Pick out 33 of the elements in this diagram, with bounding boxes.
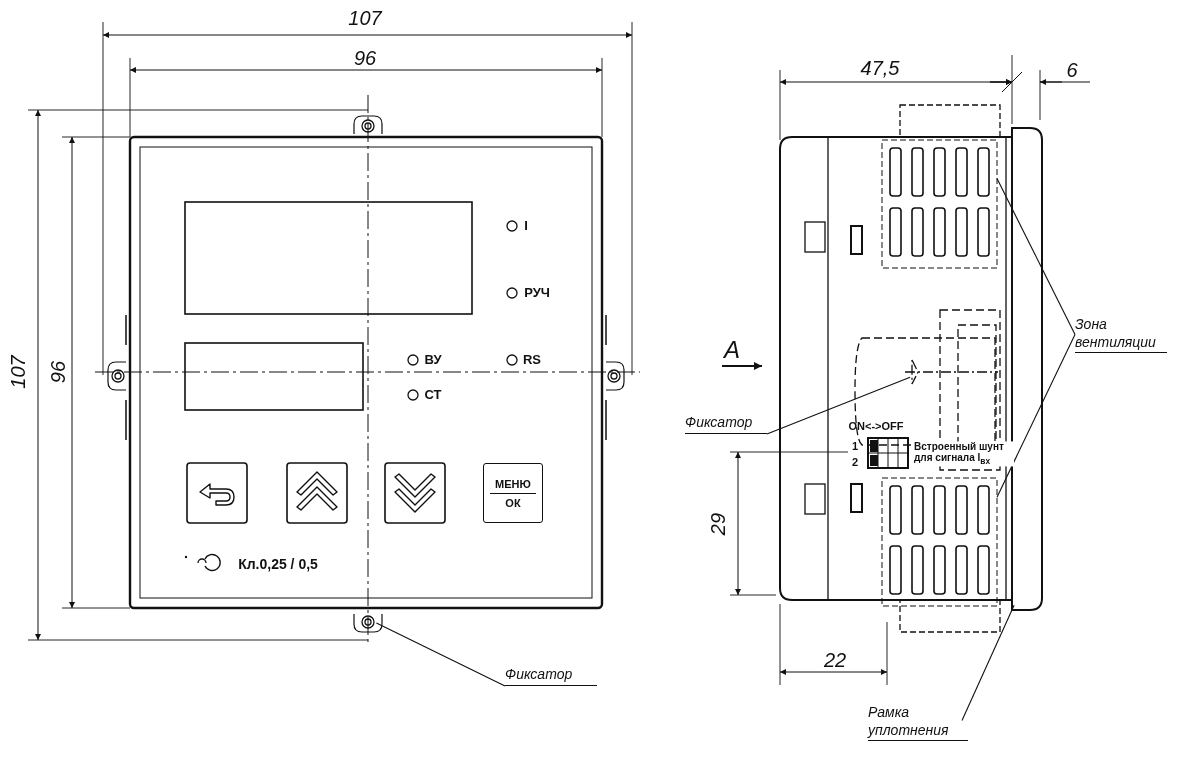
- view-label: А: [724, 336, 740, 364]
- leader-line: [996, 177, 1076, 336]
- indicator-label: RS: [522, 352, 542, 368]
- indicator-label: I: [524, 218, 528, 234]
- indicator-label: РУЧ: [524, 285, 550, 301]
- dimension-label: 96: [47, 360, 69, 384]
- switch-label: ON<->OFF: [848, 419, 904, 433]
- indicator-label: СТ: [424, 387, 442, 403]
- callout-label: Рамка уплотнения: [868, 704, 968, 741]
- callout-label: Зона вентиляции: [1075, 316, 1167, 353]
- leader-line: [996, 333, 1076, 498]
- dimension-label: 22: [823, 649, 847, 671]
- indicator-label: ВУ: [424, 352, 442, 368]
- dimension-label: 47,5: [860, 57, 900, 79]
- callout-label: Фиксатор: [685, 414, 767, 434]
- leader-line: [375, 622, 506, 687]
- leader-line: [766, 376, 911, 435]
- leader-line: [961, 604, 1015, 722]
- callout-label: Фиксатор: [505, 666, 597, 686]
- dimension-label: 107: [348, 7, 382, 29]
- ventilation-zone: [881, 139, 998, 269]
- dimension-label: 29: [707, 512, 729, 536]
- switch-position-label: 2: [851, 455, 859, 469]
- sealing-frame: [1011, 127, 1043, 611]
- switch-position-label: 1: [851, 439, 859, 453]
- clip-drawing: [353, 613, 383, 633]
- ventilation-zone: [881, 477, 998, 607]
- dimension-label: 6: [1066, 59, 1078, 81]
- dimension-label: 107: [7, 355, 29, 389]
- accuracy-class-label: Кл.0,25 / 0,5: [238, 557, 318, 573]
- switch-note: Встроенный шунт для сигнала I$_{вх}$: [914, 441, 1014, 467]
- dimension-label: 96: [353, 47, 377, 69]
- menu-button: МЕНЮ ОК: [483, 463, 543, 523]
